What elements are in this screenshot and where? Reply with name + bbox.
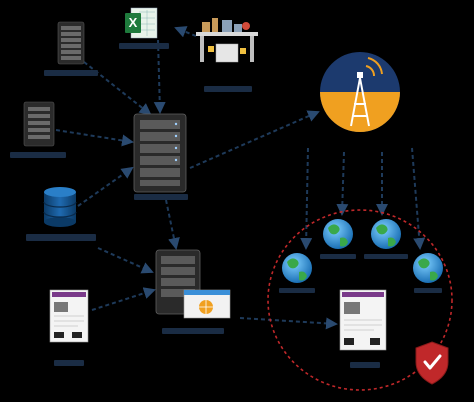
secure-zone-ring [267, 209, 453, 391]
database-icon [26, 187, 96, 241]
ftp-server [10, 101, 66, 158]
connector-database-to-central-server [77, 166, 134, 207]
erp-system-server [44, 21, 98, 76]
connector-excel-to-central-server [153, 39, 166, 114]
product-label-left [49, 289, 89, 366]
globe-icon [279, 253, 315, 293]
connector-workshop-to-excel [174, 26, 197, 38]
connector-central-server-to-web-server [165, 199, 180, 250]
excel-letter: X [129, 15, 138, 30]
connector-broadcast-tower-to-globe-4 [411, 147, 426, 250]
central-server-rack [133, 113, 188, 200]
globe-icon [320, 219, 356, 259]
web-server [155, 249, 231, 334]
broadcast-tower-icon [320, 52, 400, 132]
connector-erp-system-to-central-server [83, 61, 152, 116]
product-label-right [339, 289, 387, 368]
connections [55, 26, 426, 330]
connector-broadcast-tower-to-globe-1 [300, 147, 313, 250]
excel-icon: X [119, 7, 169, 49]
browser-window-icon [183, 289, 231, 319]
globe-icon [413, 253, 443, 293]
connector-database-to-web-server [97, 247, 154, 274]
connector-ftp-server-to-central-server [55, 129, 134, 147]
connector-label-left-to-web-server [91, 287, 156, 311]
connector-broadcast-tower-to-globe-2 [336, 151, 349, 216]
workshop-illustration [196, 18, 258, 92]
shield-check-icon [415, 341, 449, 385]
connector-central-server-to-broadcast-tower [189, 110, 320, 169]
connector-web-server-to-label-right [239, 317, 338, 330]
globe-icon [364, 219, 408, 259]
